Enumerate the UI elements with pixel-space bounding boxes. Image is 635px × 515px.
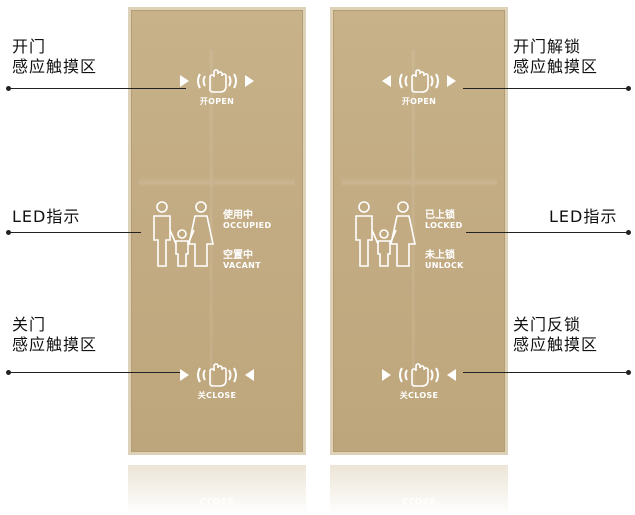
close-touch-zone[interactable]: 关CLOSE — [131, 362, 303, 401]
close-label: 关CLOSE — [197, 391, 237, 400]
family-icon — [149, 200, 219, 272]
panel-background-texture — [341, 50, 497, 392]
left-close-callout: 关门 感应触摸区 — [12, 315, 97, 355]
close-label: 关CLOSE — [399, 391, 439, 400]
callout-line — [8, 372, 180, 373]
callout-line1: 关门 — [12, 315, 47, 334]
status-occupied-cn: 使用中 — [223, 210, 253, 221]
arrow-right-icon — [180, 369, 189, 381]
callout-dot — [626, 86, 631, 91]
callout-line — [8, 88, 186, 89]
reflection-text: CLOSE — [401, 495, 437, 505]
open-label: 开OPEN — [199, 97, 235, 106]
status-occupied-en: OCCUPIED — [223, 221, 272, 230]
callout-line2: 感应触摸区 — [12, 335, 98, 354]
right-led-callout: LED指示 — [549, 207, 617, 227]
arrow-right-icon — [382, 369, 391, 381]
callout-dot — [626, 230, 631, 235]
status-unlocked-en: UNLOCK — [425, 261, 464, 270]
arrow-right-icon — [447, 75, 456, 87]
status-vacant-en: VACANT — [223, 261, 261, 270]
reflection-text: CLOSE — [199, 495, 235, 505]
family-icon — [351, 200, 421, 272]
callout-line2: 感应触摸区 — [12, 57, 98, 76]
left-led-callout: LED指示 — [12, 207, 80, 227]
right-open-callout: 开门解锁 感应触摸区 — [513, 37, 598, 77]
arrow-right-icon — [180, 75, 189, 87]
left-open-callout: 开门 感应触摸区 — [12, 37, 97, 77]
status-unlocked-cn: 未上锁 — [425, 250, 455, 261]
right-panel-reflection: CLOSE — [330, 465, 508, 515]
callout-line — [463, 372, 628, 373]
status-locked-en: LOCKED — [425, 221, 463, 230]
status-text: 已上锁 LOCKED 未上锁 UNLOCK — [425, 206, 464, 270]
callout-text: LED指示 — [549, 207, 618, 226]
hand-wave-icon — [195, 362, 239, 388]
callout-text: LED指示 — [12, 207, 81, 226]
callout-line1: 关门反锁 — [513, 315, 582, 334]
callout-line1: 开门 — [12, 37, 47, 56]
status-vacant-cn: 空置中 — [223, 250, 253, 261]
panel-background-texture — [139, 50, 295, 392]
led-indicator: 已上锁 LOCKED 未上锁 UNLOCK — [351, 200, 505, 272]
callout-line2: 感应触摸区 — [513, 57, 599, 76]
led-indicator: 使用中 OCCUPIED 空置中 VACANT — [149, 200, 303, 272]
arrow-right-icon — [245, 75, 254, 87]
right-door-panel: 开OPEN 已上锁 LOCKED 未上锁 UNLOCK — [330, 7, 508, 455]
callout-line — [463, 88, 628, 89]
callout-line — [466, 232, 628, 233]
open-label: 开OPEN — [401, 97, 437, 106]
status-text: 使用中 OCCUPIED 空置中 VACANT — [223, 206, 271, 270]
unlock-touch-zone[interactable]: 开OPEN — [333, 68, 505, 107]
callout-line2: 感应触摸区 — [513, 335, 599, 354]
lock-touch-zone[interactable]: 关CLOSE — [333, 362, 505, 401]
callout-dot — [626, 370, 631, 375]
status-locked-cn: 已上锁 — [425, 210, 455, 221]
callout-line1: 开门解锁 — [513, 37, 582, 56]
right-close-callout: 关门反锁 感应触摸区 — [513, 315, 598, 355]
left-panel-reflection: CLOSE — [128, 465, 306, 515]
arrow-left-icon — [382, 75, 391, 87]
hand-wave-icon — [397, 362, 441, 388]
arrow-left-icon — [245, 369, 254, 381]
left-door-panel: 开OPEN 使用中 OCCUPIED 空置中 VACA — [128, 7, 306, 455]
hand-wave-icon — [195, 68, 239, 94]
callout-line — [8, 232, 141, 233]
open-touch-zone[interactable]: 开OPEN — [131, 68, 303, 107]
hand-wave-icon — [397, 68, 441, 94]
arrow-left-icon — [447, 369, 456, 381]
